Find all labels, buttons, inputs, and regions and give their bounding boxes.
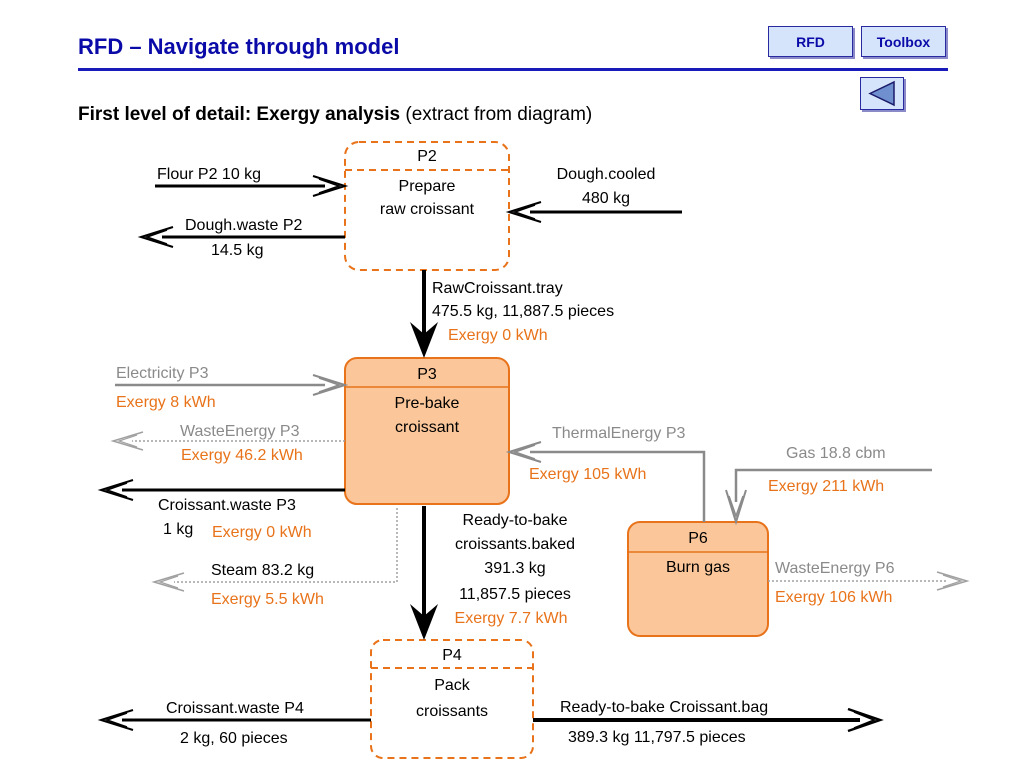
process-p4-box[interactable] xyxy=(370,639,534,759)
waste-energy-p6-label: WasteEnergy P6 xyxy=(775,560,895,577)
dough-cooled-arrow[interactable] xyxy=(505,201,682,223)
flour-p2-label: Flour P2 10 kg xyxy=(157,166,262,183)
waste-energy-p6-arrow[interactable] xyxy=(768,571,970,591)
p4-name-line1: Pack xyxy=(434,677,470,694)
croissants-baked-label-line1: Ready-to-bake xyxy=(462,512,568,529)
gas-exergy: Exergy 211 kWh xyxy=(768,478,885,495)
dough-waste-p2-label-line2: 14.5 kg xyxy=(211,242,264,259)
process-p6-box[interactable] xyxy=(627,521,769,637)
process-p3-box[interactable] xyxy=(344,357,510,505)
croissant-waste-p4-label-line2: 2 kg, 60 pieces xyxy=(180,730,288,747)
steam-label: Steam 83.2 kg xyxy=(211,562,315,579)
croissant-bag-label-line2: 389.3 kg 11,797.5 pieces xyxy=(568,729,746,746)
croissant-waste-p3-exergy: Exergy 0 kWh xyxy=(212,524,312,541)
rawcroissant-exergy: Exergy 0 kWh xyxy=(448,327,548,344)
p2-name-line1: Prepare xyxy=(398,178,456,195)
croissant-waste-p3-arrow[interactable] xyxy=(97,479,345,501)
croissant-waste-p3-label-line2: 1 kg xyxy=(163,521,194,538)
croissant-bag-arrow[interactable] xyxy=(533,707,884,733)
subtitle-bold: First level of detail: Exergy analysis xyxy=(78,104,401,125)
back-arrow-icon xyxy=(868,80,895,107)
p3-id: P3 xyxy=(417,366,437,383)
p2-name-line2: raw croissant xyxy=(379,201,475,218)
toolbox-button[interactable]: Toolbox xyxy=(861,26,946,57)
subtitle-normal: (extract from diagram) xyxy=(405,104,593,125)
p4-name-line2: croissants xyxy=(415,703,489,720)
croissants-baked-exergy: Exergy 7.7 kWh xyxy=(454,610,568,627)
p3-name-line1: Pre-bake xyxy=(394,395,460,412)
back-button[interactable] xyxy=(860,77,904,110)
croissants-baked-label-line2: croissants.baked xyxy=(454,536,576,553)
rawcroissant-label-line2: 475.5 kg, 11,887.5 pieces xyxy=(432,303,615,320)
croissants-baked-arrow[interactable] xyxy=(410,506,438,640)
gas-label: Gas 18.8 cbm xyxy=(786,445,886,462)
dough-waste-p2-arrow[interactable] xyxy=(137,226,345,248)
steam-exergy: Exergy 5.5 kWh xyxy=(211,591,324,608)
waste-energy-p3-label: WasteEnergy P3 xyxy=(180,423,300,440)
page-title: RFD – Navigate through model xyxy=(78,34,400,59)
rfd-button[interactable]: RFD xyxy=(768,26,853,57)
electricity-p3-exergy: Exergy 8 kWh xyxy=(116,394,216,411)
gas-arrow[interactable] xyxy=(725,468,932,526)
dough-cooled-label-line2: 480 kg xyxy=(581,190,631,207)
electricity-p3-label: Electricity P3 xyxy=(116,365,209,382)
croissant-waste-p3-label-line1: Croissant.waste P3 xyxy=(158,497,296,514)
thermal-energy-p3-exergy: Exergy 105 kWh xyxy=(529,466,647,483)
thermal-energy-p3-arrow[interactable] xyxy=(505,441,706,522)
p4-id: P4 xyxy=(442,647,462,664)
steam-arrow[interactable] xyxy=(151,508,398,592)
flour-p2-arrow[interactable] xyxy=(155,175,349,197)
rawcroissant-label-line1: RawCroissant.tray xyxy=(432,280,563,297)
electricity-p3-arrow[interactable] xyxy=(115,374,349,396)
p6-name-line1: Burn gas xyxy=(665,559,731,576)
slide-subtitle: First level of detail: Exergy analysis (… xyxy=(78,104,592,126)
croissant-waste-p4-label-line1: Croissant.waste P4 xyxy=(166,700,304,717)
croissants-baked-label-line4: 11,857.5 pieces xyxy=(459,586,571,603)
p3-name-line2: croissant xyxy=(394,419,460,436)
waste-energy-p6-exergy: Exergy 106 kWh xyxy=(775,589,893,606)
croissant-waste-p4-arrow[interactable] xyxy=(97,709,371,731)
process-p2-box[interactable] xyxy=(344,141,510,271)
croissant-bag-label-line1: Ready-to-bake Croissant.bag xyxy=(560,699,769,716)
rawcroissant-tray-arrow[interactable] xyxy=(410,270,438,358)
dough-waste-p2-label-line1: Dough.waste P2 xyxy=(185,217,303,234)
p2-id: P2 xyxy=(417,148,437,165)
title-divider xyxy=(78,68,948,71)
croissants-baked-label-line3: 391.3 kg xyxy=(484,560,546,577)
dough-cooled-label-line1: Dough.cooled xyxy=(556,166,656,183)
waste-energy-p3-exergy: Exergy 46.2 kWh xyxy=(181,447,303,464)
p6-id: P6 xyxy=(688,530,708,547)
thermal-energy-p3-label: ThermalEnergy P3 xyxy=(552,425,686,442)
waste-energy-p3-arrow[interactable] xyxy=(110,431,345,451)
